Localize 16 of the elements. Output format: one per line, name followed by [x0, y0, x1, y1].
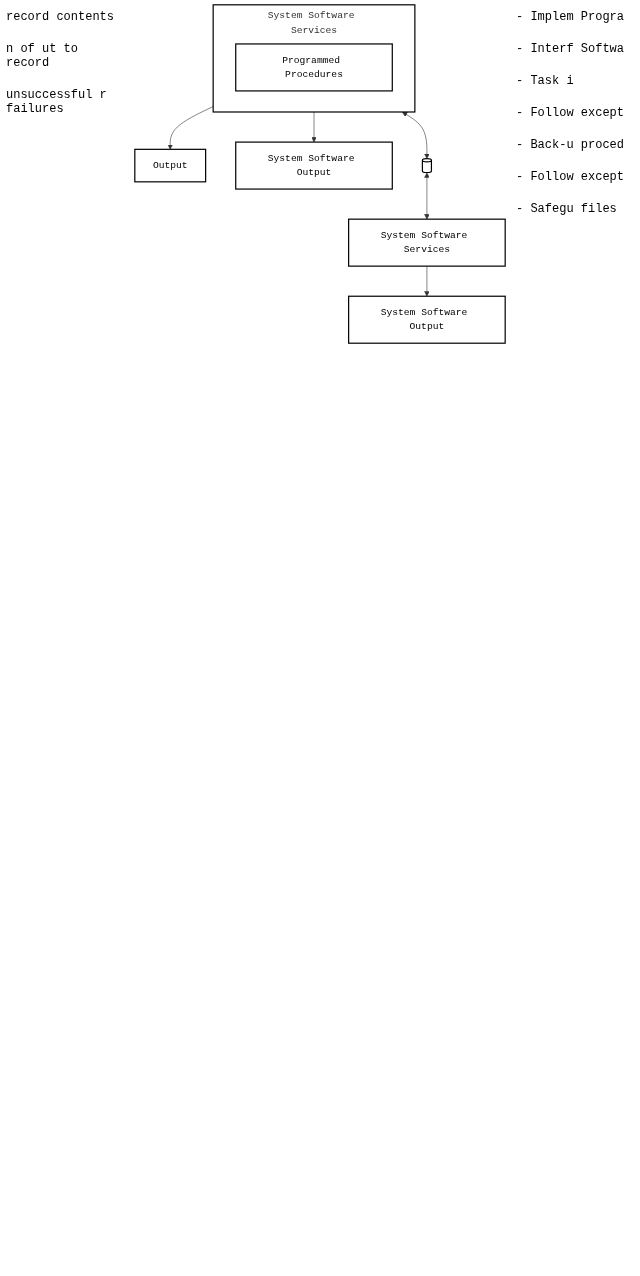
note-text: n of ut to record [6, 42, 79, 70]
node-box: Output [134, 148, 207, 183]
note-text: - Task i [516, 74, 575, 88]
note-text: - Safegu files [516, 202, 618, 216]
node-box: System Software Output [348, 295, 506, 344]
note-text: - Follow except [516, 170, 626, 184]
note-text: record contents [6, 10, 116, 24]
note-text: - Implem Progra [516, 10, 626, 24]
node-cylinder [421, 158, 433, 174]
note-text: unsuccessful r failures [6, 88, 108, 116]
node-box: System Software Output [235, 141, 393, 190]
note-text: - Follow except [516, 106, 626, 120]
note-text: - Back-u proced [516, 138, 626, 152]
note-text: - Interf Softwa [516, 42, 626, 56]
node-box: System Software Services [348, 218, 506, 267]
node-box: Programmed Procedures [235, 43, 393, 92]
